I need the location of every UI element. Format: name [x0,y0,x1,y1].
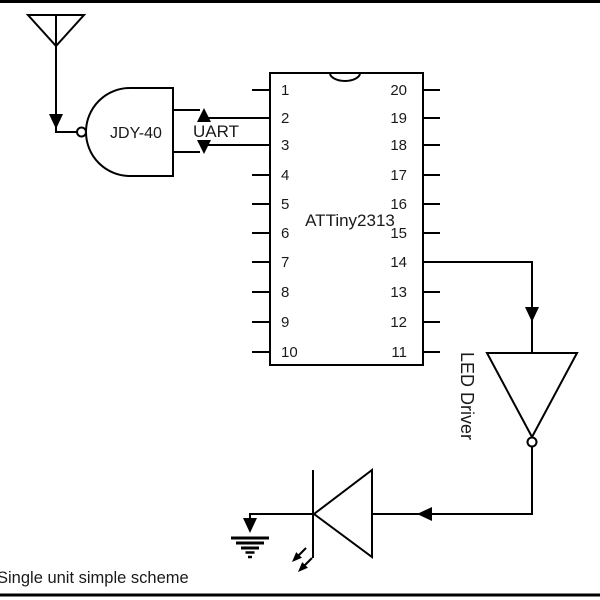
inverter-bubble-icon [76,126,87,138]
caption: Single unit simple scheme [0,569,189,587]
dip-notch-icon [329,72,361,82]
jdy40-module: JDY-40 [76,87,174,177]
pin-number: 20 [390,82,407,99]
pin-number: 19 [390,110,407,127]
pin-number: 1 [281,82,289,99]
pin-number: 15 [390,225,407,242]
arrowhead-down-icon [49,114,63,129]
pin-number: 4 [281,167,289,184]
wire-driver-to-led [372,447,533,521]
wire-pin14-to-driver [423,261,539,353]
pin-number: 17 [390,167,407,184]
led-driver-label: LED Driver [457,352,477,440]
pin-number: 2 [281,110,289,127]
arrowhead-down-icon [197,140,211,154]
pin-number: 11 [391,344,407,361]
ic-left-pin-stubs [252,89,270,353]
pin-number: 7 [281,254,289,271]
arrowhead-down-icon [525,307,539,322]
pin-number: 3 [281,137,289,154]
pin-number: 18 [390,137,407,154]
arrowhead-down-icon [243,518,257,533]
pin-number: 14 [390,254,407,271]
ic-left-pin-numbers: 1 2 3 4 5 6 7 8 9 10 [281,82,298,361]
led-icon [292,467,373,572]
pin-number: 10 [281,344,298,361]
pin-number: 6 [281,225,289,242]
pin-number: 16 [390,196,407,213]
arrowhead-left-icon [417,507,432,521]
uart-label: UART [193,122,239,141]
pin-number: 8 [281,284,289,301]
pin-number: 12 [390,314,407,331]
antenna-icon [25,14,87,133]
uart-wires: UART [173,108,270,154]
ic-right-pin-stubs [423,89,440,353]
led-emission-arrows [292,547,313,572]
inverter-bubble-icon [526,436,538,448]
pin-number: 5 [281,196,289,213]
ground-icon [231,513,313,559]
ic-right-pin-numbers: 20 19 18 17 16 15 14 13 12 11 [390,82,407,361]
attiny2313-ic: 1 2 3 4 5 6 7 8 9 10 20 19 18 17 16 15 1… [252,72,440,366]
jdy40-label: JDY-40 [110,125,162,142]
attiny2313-label: ATTiny2313 [305,211,395,230]
led-driver: LED Driver [457,352,579,448]
pin-number: 9 [281,314,289,331]
pin-number: 13 [390,284,407,301]
